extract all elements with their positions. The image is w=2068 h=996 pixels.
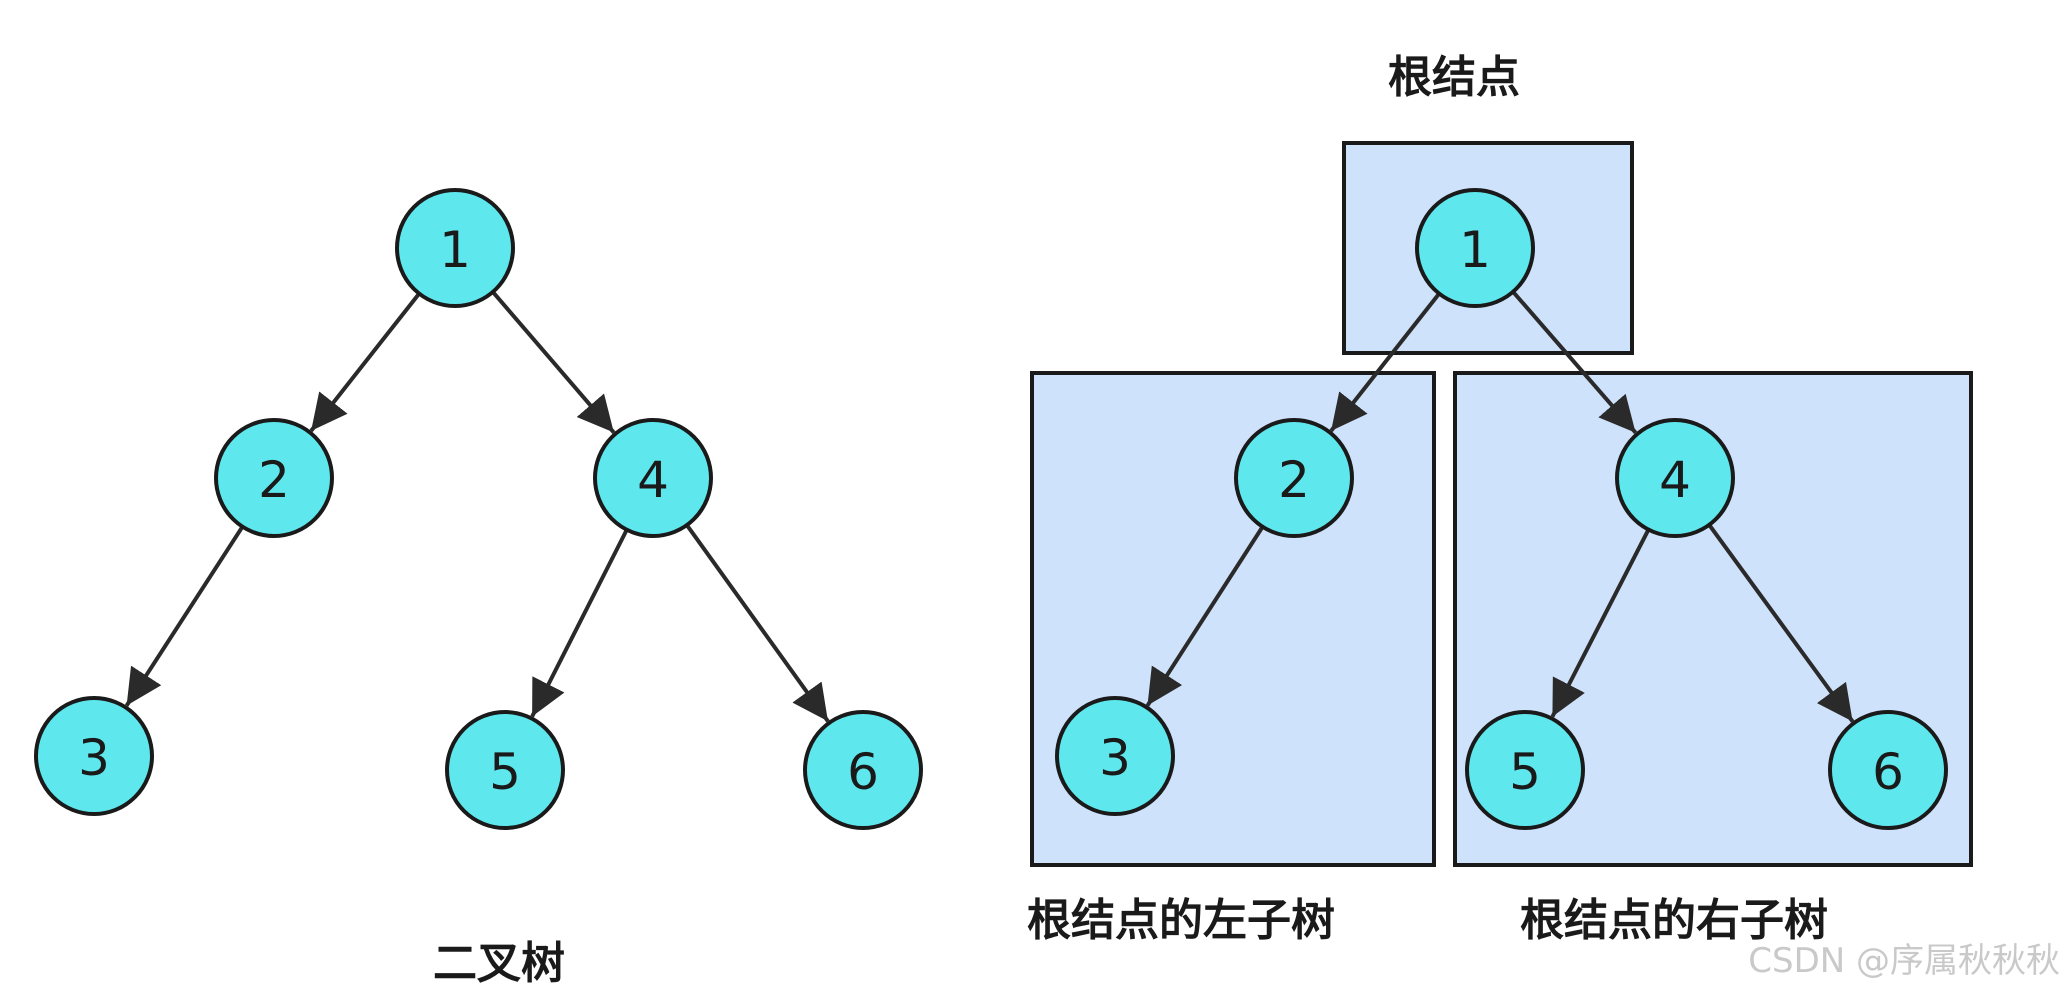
right-tree-node-2: 2	[1234, 418, 1354, 538]
left-tree-node-label: 3	[78, 729, 110, 787]
left-tree-node-4: 4	[593, 418, 713, 538]
left-tree-node-circle	[803, 710, 923, 830]
right-tree-node-circle	[1055, 696, 1175, 816]
left-tree-node-label: 5	[489, 743, 521, 801]
right-tree-node-circle	[1234, 418, 1354, 538]
root-caption: 根结点	[1388, 52, 1520, 103]
right-tree-edge-r4-r6	[1707, 523, 1855, 723]
right-tree-node-label: 5	[1509, 743, 1541, 801]
left-tree-node-label: 2	[258, 451, 290, 509]
right-tree-node-label: 2	[1278, 451, 1310, 509]
left-tree-node-label: 6	[847, 743, 879, 801]
left-tree-edge-n4-n6	[685, 523, 830, 723]
edges-layer	[124, 290, 1855, 723]
left-tree-node-1: 1	[395, 188, 515, 308]
left-tree-node-5: 5	[445, 710, 565, 830]
right-tree-edge-r4-r5	[1550, 528, 1651, 718]
watermark: CSDN @序属秋秋秋	[1748, 941, 2060, 981]
right-tree-node-label: 3	[1099, 729, 1131, 787]
left-tree-edge-n4-n5	[530, 528, 629, 718]
left-tree-edge-n1-n2	[309, 292, 421, 433]
left-tree-node-3: 3	[34, 696, 154, 816]
left-tree-node-circle	[395, 188, 515, 308]
left-tree-node-circle	[445, 710, 565, 830]
right-tree-node-4: 4	[1615, 418, 1735, 538]
right-tree-edge-r2-r3	[1145, 525, 1265, 707]
left-tree-node-label: 4	[637, 451, 669, 509]
right-tree-node-3: 3	[1055, 696, 1175, 816]
left-tree-edge-n2-n3	[124, 525, 245, 707]
right-tree-node-circle	[1465, 710, 1585, 830]
left-tree-node-circle	[593, 418, 713, 538]
right-tree-node-label: 1	[1459, 221, 1491, 279]
left-tree-node-circle	[214, 418, 334, 538]
right-tree-node-label: 6	[1872, 743, 1904, 801]
right-tree-edge-r1-r4	[1511, 290, 1638, 435]
left-tree-node-2: 2	[214, 418, 334, 538]
right-tree-node-1: 1	[1415, 188, 1535, 308]
right-subtree-caption: 根结点的右子树	[1520, 895, 1828, 946]
right-tree-node-5: 5	[1465, 710, 1585, 830]
right-tree-edge-r1-r2	[1329, 292, 1441, 433]
left-tree-node-6: 6	[803, 710, 923, 830]
right-tree-node-label: 4	[1659, 451, 1691, 509]
nodes-layer: 1 2 4 3 5 6 1 2 4 3 5 6	[34, 188, 1948, 830]
right-tree-node-circle	[1415, 188, 1535, 308]
right-tree-node-6: 6	[1828, 710, 1948, 830]
right-tree-node-circle	[1828, 710, 1948, 830]
right-tree-node-circle	[1615, 418, 1735, 538]
left-subtree-caption: 根结点的左子树	[1027, 895, 1335, 946]
left-tree-node-circle	[34, 696, 154, 816]
left-tree-node-label: 1	[439, 221, 471, 279]
left-tree-edge-n1-n4	[491, 290, 616, 434]
left-tree-caption: 二叉树	[433, 938, 565, 989]
